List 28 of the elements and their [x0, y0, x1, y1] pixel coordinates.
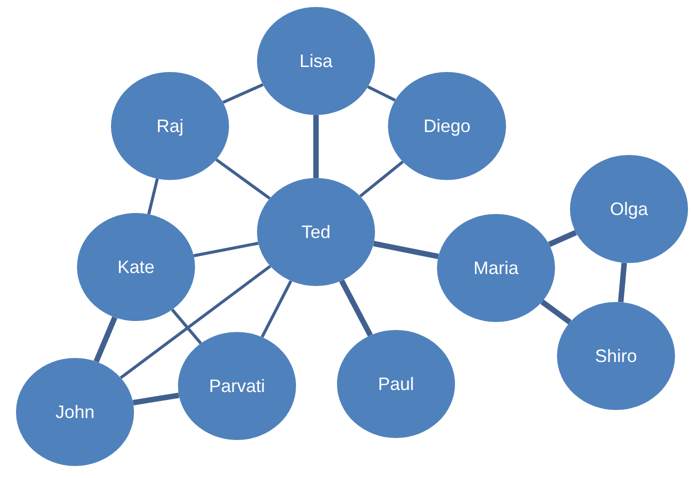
person-ellipse: Olga	[570, 155, 688, 263]
person-ellipse: Lisa	[257, 7, 375, 115]
person-ellipse: Parvati	[178, 332, 296, 440]
person-ellipse: Shiro	[557, 302, 675, 410]
person-ellipse: Ted	[257, 178, 375, 286]
person-ellipse: Maria	[437, 214, 555, 322]
person-ellipse: John	[16, 358, 134, 466]
connector-line	[215, 158, 271, 200]
connector-line	[359, 160, 404, 198]
person-ellipse: Raj	[111, 72, 229, 180]
connector-line	[260, 280, 292, 338]
person-ellipse: Diego	[388, 72, 506, 180]
connector-line	[313, 115, 319, 178]
connector-line	[339, 279, 373, 337]
connector-line	[367, 85, 396, 102]
connector-line	[132, 392, 180, 406]
connector-line	[548, 230, 578, 247]
connector-line	[171, 308, 202, 344]
connector-line	[222, 83, 264, 104]
connector-line	[193, 242, 259, 258]
connector-line	[94, 316, 118, 363]
connector-line	[618, 262, 627, 302]
person-ellipse: Kate	[77, 213, 195, 321]
connector-line	[540, 300, 572, 324]
person-ellipse: Paul	[337, 330, 455, 438]
connector-line	[147, 178, 159, 215]
connector-line	[373, 240, 439, 260]
connector-line	[120, 264, 272, 380]
